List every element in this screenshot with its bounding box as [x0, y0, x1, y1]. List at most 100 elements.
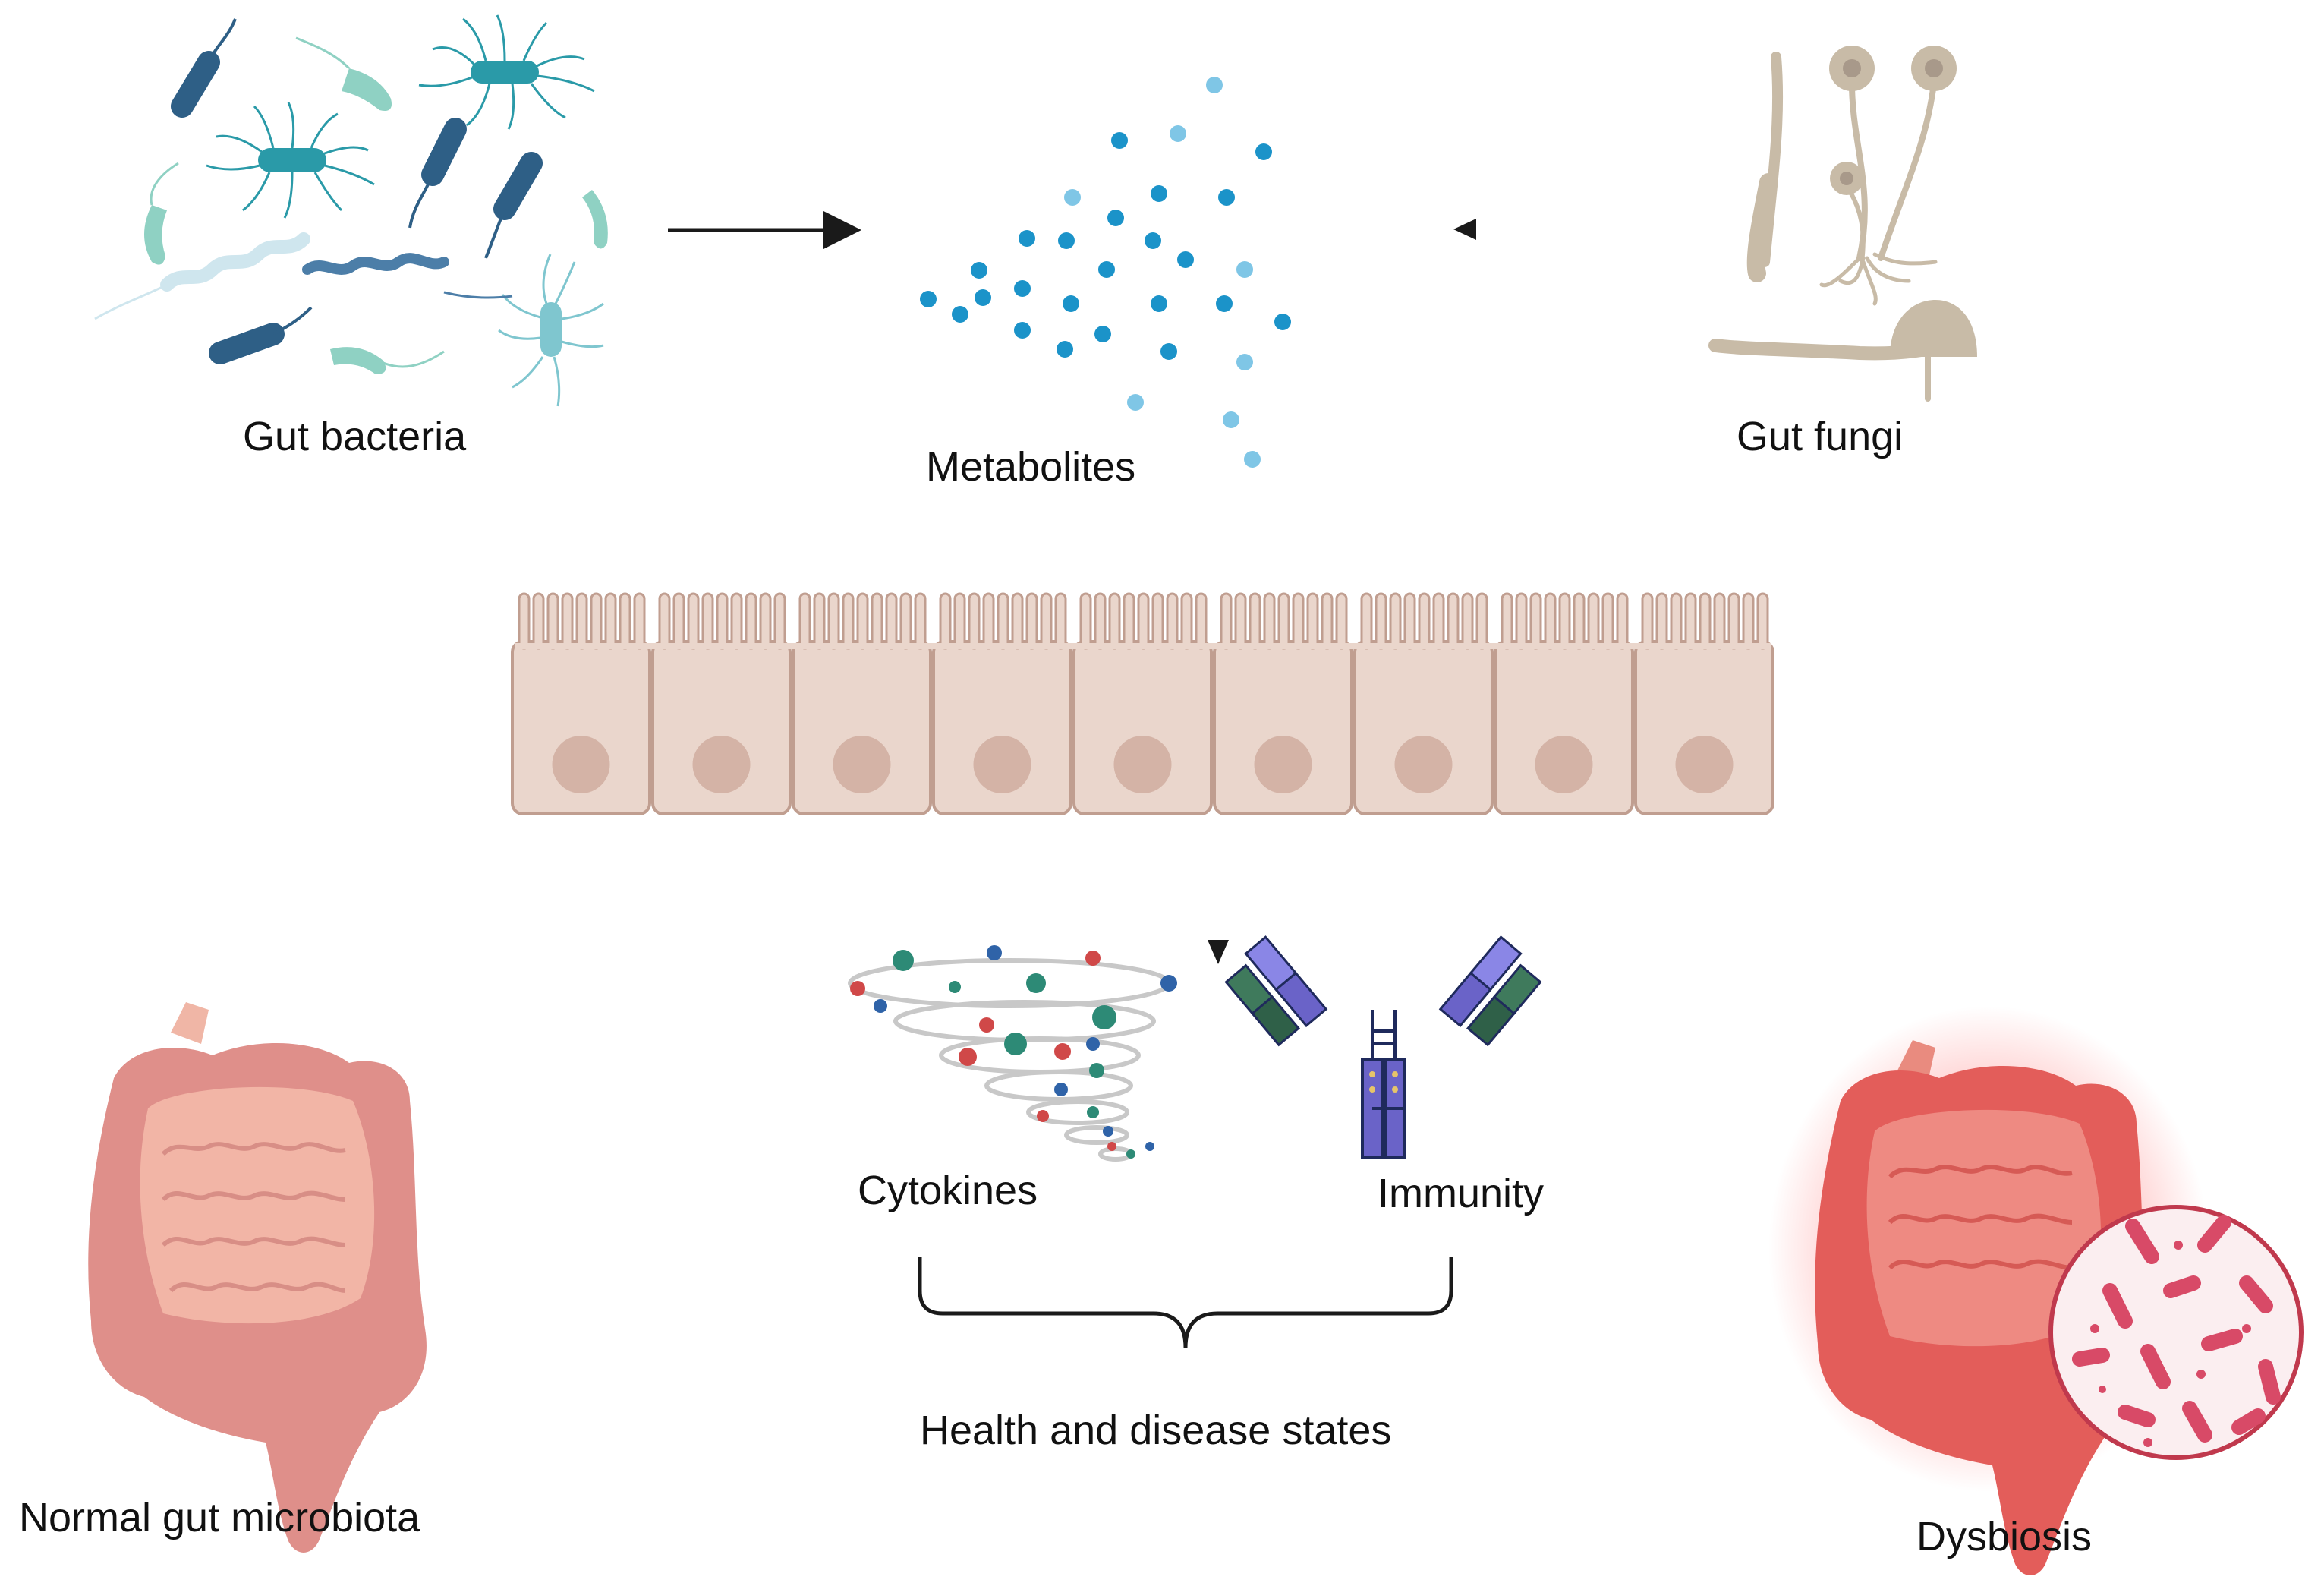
microvillus — [1432, 592, 1445, 650]
microvillus — [914, 592, 927, 650]
epithelium-apical-edge — [515, 643, 1771, 649]
microvillus — [1220, 592, 1233, 650]
arrow-down-head — [1208, 940, 1229, 964]
microvillus — [885, 592, 898, 650]
microvillus — [1375, 592, 1387, 650]
magnified-bacteria-icon — [2048, 1205, 2304, 1460]
microvillus — [619, 592, 631, 650]
microvillus — [532, 592, 545, 650]
microvillus — [1306, 592, 1319, 650]
fungi-spore-heads — [1829, 46, 1977, 357]
healthy-intestine-icon — [88, 1002, 427, 1553]
microvillus — [827, 592, 840, 650]
microvillus — [1475, 592, 1488, 650]
microvillus — [1558, 592, 1571, 650]
microvillus — [561, 592, 574, 650]
microvillus — [1699, 592, 1712, 650]
microvillus — [759, 592, 772, 650]
microvillus — [633, 592, 646, 650]
microvillus — [899, 592, 912, 650]
microvillus — [1587, 592, 1600, 650]
microvillus — [701, 592, 714, 650]
microvillus — [1151, 592, 1164, 650]
microvillus — [1137, 592, 1150, 650]
microvillus — [1501, 592, 1513, 650]
microvillus — [1447, 592, 1460, 650]
cell-nucleus — [1254, 736, 1312, 793]
cell-nucleus — [1675, 736, 1734, 793]
microvillus — [1180, 592, 1193, 650]
microvillus — [590, 592, 603, 650]
microvillus — [1684, 592, 1697, 650]
pili-bacteria — [206, 14, 604, 407]
microvillus — [968, 592, 981, 650]
microvillus — [1641, 592, 1654, 650]
microvillus — [1166, 592, 1179, 650]
microvillus — [1670, 592, 1683, 650]
microvillus — [1713, 592, 1726, 650]
microvillus — [871, 592, 883, 650]
cell-nucleus — [552, 736, 610, 793]
microvillus — [1573, 592, 1586, 650]
microvillus — [1727, 592, 1740, 650]
metabolite-dots-icon — [920, 77, 1291, 468]
label-metabolites: Metabolites — [926, 444, 1136, 490]
bacteria-cluster-icon — [94, 14, 608, 407]
microvillus — [1601, 592, 1614, 650]
microvillus — [745, 592, 757, 650]
microvillus — [842, 592, 855, 650]
microvillus — [1108, 592, 1121, 650]
microvillus — [1655, 592, 1668, 650]
microvillus — [1249, 592, 1261, 650]
microvillus — [604, 592, 617, 650]
microvillus — [856, 592, 869, 650]
microvillus — [1360, 592, 1373, 650]
microvillus — [1403, 592, 1416, 650]
microvillus — [518, 592, 531, 650]
antibody-icon — [1224, 935, 1542, 1159]
microvillus — [1040, 592, 1053, 650]
microvillus — [1616, 592, 1629, 650]
microvillus — [798, 592, 811, 650]
microvillus — [1321, 592, 1334, 650]
microvillus — [813, 592, 826, 650]
microvillus — [1742, 592, 1755, 650]
label-cytokines: Cytokines — [858, 1168, 1038, 1213]
brace — [918, 1257, 1453, 1348]
microvillus — [1263, 592, 1276, 650]
microvillus — [687, 592, 700, 650]
microvillus — [716, 592, 729, 650]
cell-nucleus — [833, 736, 891, 793]
label-health-disease: Health and disease states — [920, 1408, 1392, 1453]
microvillus — [939, 592, 952, 650]
microvillus — [1277, 592, 1290, 650]
cell-nucleus — [1535, 736, 1593, 793]
microvillus — [1025, 592, 1038, 650]
microvillus — [997, 592, 1009, 650]
label-gut-bacteria: Gut bacteria — [243, 414, 467, 459]
cell-nucleus — [1113, 736, 1172, 793]
label-dysbiosis: Dysbiosis — [1916, 1514, 2093, 1559]
cell-nucleus — [692, 736, 751, 793]
cell-nucleus — [1394, 736, 1453, 793]
microvillus — [658, 592, 671, 650]
microvillus — [1195, 592, 1208, 650]
microvillus — [773, 592, 786, 650]
microvillus — [1461, 592, 1474, 650]
microvillus — [1079, 592, 1092, 650]
microvillus — [982, 592, 995, 650]
microvillus — [1335, 592, 1348, 650]
microvillus — [672, 592, 685, 650]
cell-nucleus — [973, 736, 1031, 793]
microvillus — [546, 592, 559, 650]
microvillus — [575, 592, 588, 650]
arrow-fungi-head — [1453, 219, 1476, 240]
label-normal-gut: Normal gut microbiota — [19, 1495, 420, 1540]
intestinal-epithelium-icon — [511, 592, 1774, 815]
fungi-icon — [1708, 52, 1950, 402]
microvillus — [1292, 592, 1305, 650]
microvillus — [1515, 592, 1528, 650]
microvillus — [953, 592, 966, 650]
